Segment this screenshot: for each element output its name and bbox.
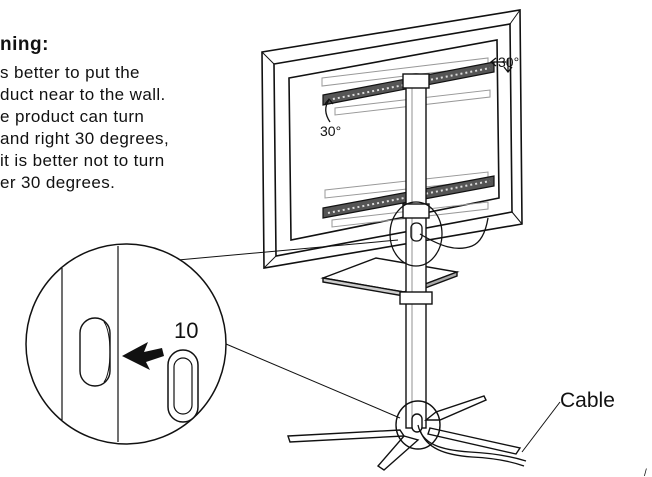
pole-shaft (405, 77, 427, 429)
ghost-bracket-bottom-2 (331, 201, 489, 228)
highlight-ring-lower (395, 400, 441, 450)
pole-collar (402, 73, 430, 89)
warning-note: ning: s better to put the duct near to t… (0, 34, 260, 194)
arrow-head (489, 57, 497, 67)
stand-pole (399, 73, 433, 429)
warning-title: ning: (0, 34, 49, 55)
cable-slot-lower (411, 413, 423, 433)
arrow-head (503, 66, 513, 74)
angle-indicators (324, 57, 513, 123)
tv-bevel (509, 9, 521, 25)
warning-body: s better to put the duct near to the wal… (0, 62, 260, 194)
zoom-connectors (177, 239, 401, 419)
pole-collar (402, 203, 430, 219)
detail-slot (79, 317, 111, 387)
warning-line: it is better not to turn (0, 151, 165, 170)
tv-outer-frame (261, 9, 523, 269)
base-foot-front (376, 435, 420, 471)
detail-slot-shadow (103, 321, 111, 383)
warning-line: duct near to the wall. (0, 85, 166, 104)
connector-line (177, 239, 399, 261)
shelf-clamp (399, 291, 433, 305)
connector-line (225, 343, 401, 419)
shelf-top (320, 257, 460, 293)
tv-bevel (261, 51, 275, 65)
base-foot-right (427, 427, 522, 455)
glass-shelf (320, 257, 460, 298)
cable-label: Cable (560, 389, 615, 412)
insert-arrow-icon (122, 342, 164, 370)
angle-arc-left (325, 99, 331, 123)
grommet-outer (167, 349, 199, 423)
warning-line: er 30 degrees. (0, 173, 116, 192)
warning-line: e product can turn (0, 107, 145, 126)
base-foot-left (287, 429, 406, 443)
angle-label-left: 30° (320, 123, 341, 139)
part-number-label: 10 (174, 318, 198, 343)
corner-mark: / (644, 468, 647, 477)
warning-line: s better to put the (0, 63, 140, 82)
cable-leader (521, 401, 561, 453)
tv-display (288, 39, 500, 241)
warning-line: and right 30 degrees, (0, 129, 170, 148)
detail-callout: 10 (25, 243, 227, 445)
arrow-head (324, 97, 334, 105)
floor-cable (417, 401, 561, 467)
stand-base (287, 395, 522, 471)
ghost-bracket-top-2 (334, 89, 491, 116)
cable-window-upper (389, 201, 489, 267)
highlight-ring-upper (389, 201, 443, 267)
tv-bevel (511, 211, 523, 225)
tv-screen (261, 9, 523, 269)
cable-upper (419, 217, 489, 249)
base-foot-back (424, 395, 487, 421)
cable-line (419, 429, 525, 467)
angle-label-top: 30° (498, 54, 519, 70)
cable-slot-upper (410, 222, 423, 242)
grommet-inner (173, 357, 193, 415)
tv-bevel (263, 255, 277, 269)
